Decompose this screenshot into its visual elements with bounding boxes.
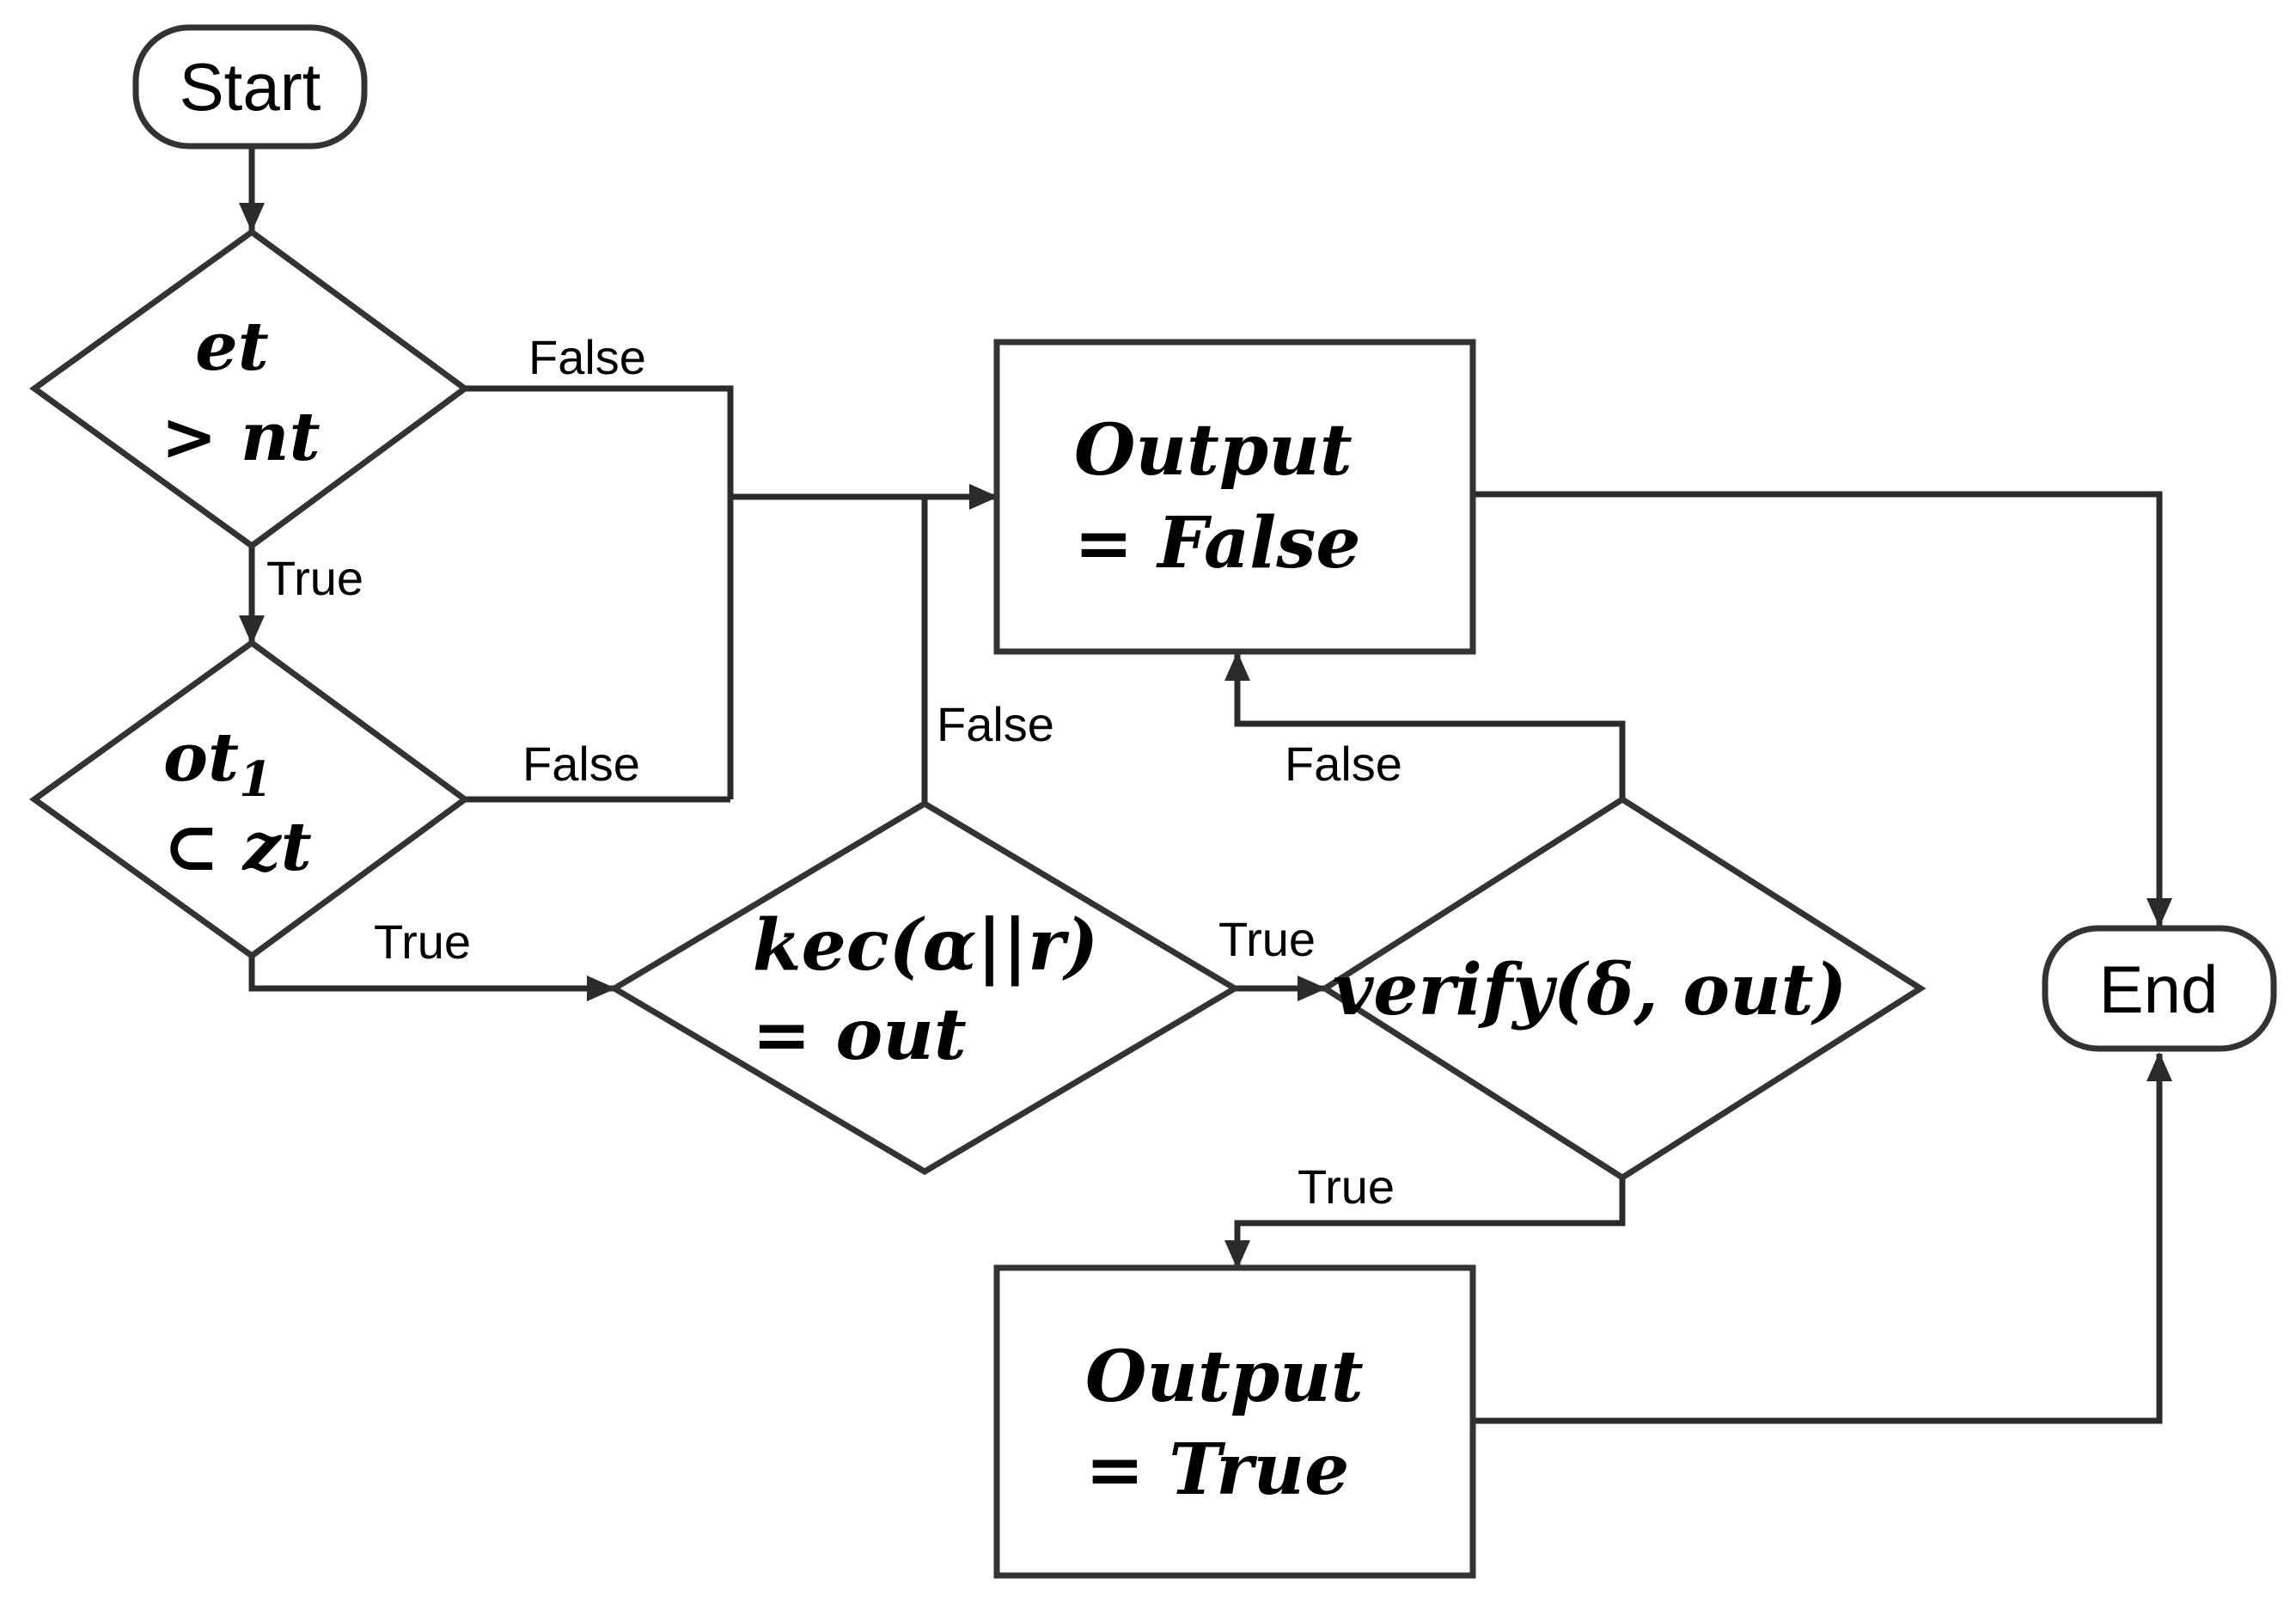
- decision-ot-line2: ⊂ zt: [163, 808, 312, 886]
- decision-ot: ot1 ⊂ zt: [29, 639, 470, 960]
- label-verify-true: True: [1298, 1159, 1395, 1214]
- output-true-line2: = True: [1085, 1429, 1349, 1511]
- decision-ot-line1: ot1: [163, 719, 272, 808]
- output-true-line1: Output: [1085, 1336, 1364, 1418]
- label-ot-false: False: [522, 737, 640, 791]
- end-node: End: [2042, 925, 2277, 1052]
- decision-verify-line1: verify(δ, out): [1333, 949, 1847, 1031]
- output-false-line2: = False: [1074, 502, 1361, 584]
- label-et-false: False: [528, 330, 646, 384]
- edge-labels: False True False True False True False T…: [266, 330, 1402, 1214]
- edge-output-false-to-end: [1472, 491, 2172, 927]
- decision-et-line2: > nt: [161, 398, 320, 476]
- decision-et: et > nt: [29, 228, 470, 550]
- decision-et-line1: et: [195, 308, 269, 386]
- output-true-node: Output = True: [993, 1264, 1476, 1579]
- start-label: Start: [180, 49, 321, 125]
- end-label: End: [2099, 951, 2219, 1027]
- label-ot-true: True: [374, 915, 471, 969]
- edge-verify-true: [1224, 1178, 1626, 1270]
- label-verify-false: False: [1285, 737, 1402, 791]
- decision-verify: verify(δ, out): [1319, 795, 1927, 1182]
- label-et-true: True: [266, 551, 363, 605]
- start-node: Start: [132, 24, 368, 150]
- output-false-line1: Output: [1074, 409, 1353, 492]
- output-false-node: Output = False: [993, 339, 1476, 655]
- edge-et-false: [465, 385, 734, 799]
- edge-output-true-to-end: [1472, 1052, 2172, 1424]
- label-kec-false: False: [937, 697, 1054, 751]
- connectors: [239, 148, 2172, 1424]
- edge-verify-false: [1224, 652, 1626, 799]
- decision-kec-line2: = out: [752, 994, 967, 1076]
- edge-ot-true: [248, 956, 616, 1001]
- decision-kec: kec(α||r) = out: [608, 799, 1241, 1176]
- decision-ot-base: ot: [163, 719, 239, 797]
- decision-ot-subscript: 1: [239, 751, 272, 808]
- label-kec-true: True: [1218, 912, 1316, 966]
- decision-kec-line1: kec(α||r): [753, 904, 1098, 987]
